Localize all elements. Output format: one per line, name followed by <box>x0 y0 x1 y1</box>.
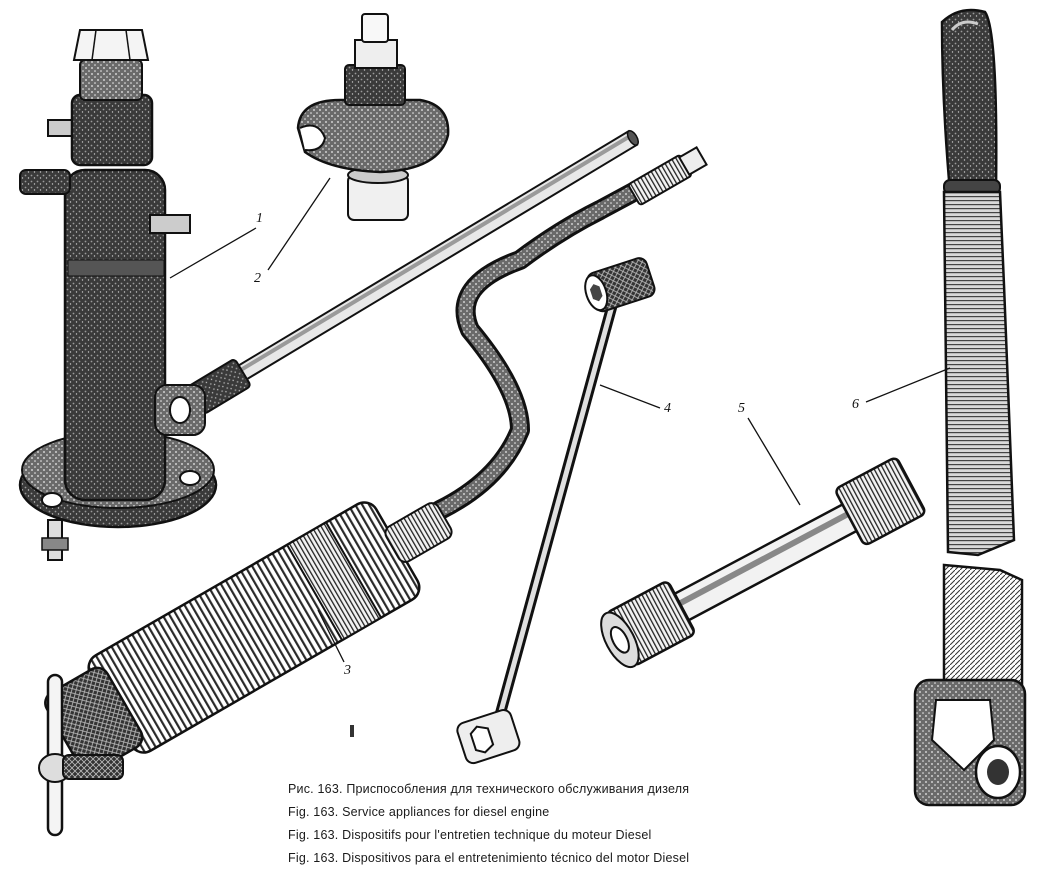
tool-4-socket-wrench <box>456 257 656 765</box>
tool-2-clamp-adapter <box>296 13 450 221</box>
callout-3: 3 <box>344 663 351 678</box>
callout-5: 5 <box>738 401 745 416</box>
caption-russian: Рис. 163. Приспособления для техническог… <box>288 782 690 796</box>
tool-5-splined-shaft <box>600 457 926 669</box>
figure-captions: Рис. 163. Приспособления для техническог… <box>288 780 808 872</box>
callout-1: 1 <box>256 211 263 226</box>
caption-french: Fig. 163. Dispositifs pour l'entretien t… <box>288 828 652 842</box>
leader-lines <box>169 177 951 663</box>
callout-2: 2 <box>254 271 261 286</box>
caption-spanish: Fig. 163. Dispositivos para el entreteni… <box>288 851 690 865</box>
speck <box>350 725 354 737</box>
callout-4: 4 <box>664 401 671 416</box>
caption-english: Fig. 163. Service appliances for diesel … <box>288 805 550 819</box>
tool-1-pump-fixture <box>18 29 639 561</box>
tool-6-file-and-key <box>913 8 1027 807</box>
tool-3-crank-handle <box>38 145 708 837</box>
callout-6: 6 <box>852 397 859 412</box>
